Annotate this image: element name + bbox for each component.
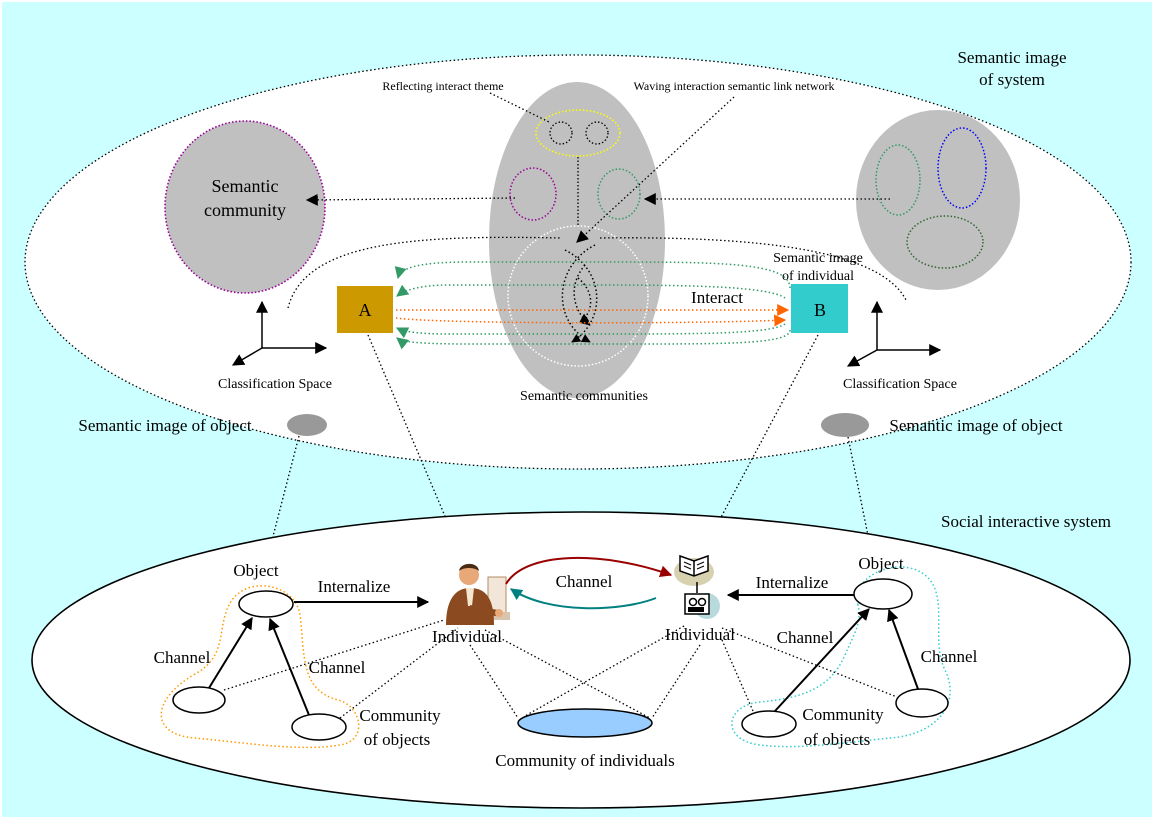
- right-community-dark-green: [906, 215, 984, 269]
- object-image-left-label: Semantic image of object: [78, 416, 252, 435]
- community-of-objects-left-boundary: [160, 585, 360, 749]
- individual-image-label-line2: of individual: [782, 269, 854, 284]
- channel-left-outer-arrow: [208, 616, 253, 689]
- node-b-label: B: [814, 300, 826, 320]
- community-ellipse-purple: [509, 167, 557, 221]
- semantic-community-border: [164, 120, 326, 294]
- community-ellipse-green: [597, 168, 641, 220]
- object-right-label: Object: [858, 554, 904, 573]
- open-book-icon: [674, 554, 714, 586]
- semantic-community-label-line1: Semantic: [212, 176, 279, 196]
- relation-right-individual-to-object: [721, 639, 754, 712]
- map-to-semantic-community: [305, 193, 516, 206]
- axis-left-depth: [231, 347, 263, 366]
- wave-link-1: [561, 244, 596, 343]
- semantic-community-label-line2: community: [204, 200, 286, 220]
- feedback-arrow-bottom-outer: [396, 329, 791, 350]
- internalize-left-label: Internalize: [318, 577, 391, 596]
- community-of-individuals-label: Community of individuals: [495, 751, 674, 770]
- community-objects-right-line2: of objects: [804, 730, 871, 749]
- waving-network-label: Waving interaction semantic link network: [634, 79, 835, 93]
- object-left-node: [238, 590, 294, 618]
- interact-arrow-lower: [395, 314, 787, 327]
- interaction-arc-right: [599, 237, 907, 301]
- interact-label: Interact: [691, 288, 743, 307]
- interaction-circle: [507, 225, 649, 367]
- theme-pointer-line: [489, 92, 550, 123]
- channel-right-inner-arrow: [774, 608, 870, 712]
- semantic-system-title-line1: Semantic image: [957, 48, 1066, 67]
- wave-link-2: [564, 249, 598, 343]
- theme-node-circle: [585, 121, 609, 145]
- channel-arrow-to-left: [510, 588, 657, 610]
- object-image-right-label: Semantic image of object: [889, 416, 1063, 435]
- relation-left-object-to-individual: [223, 619, 445, 691]
- community-objects-left-line1: Community: [359, 706, 441, 725]
- relation-right-individual-cross: [524, 625, 685, 717]
- person-at-computer-icon: [446, 563, 510, 625]
- relation-right-individual-to-community: [651, 644, 701, 719]
- individual-projection-b: [701, 334, 819, 554]
- interact-theme-ellipse: [535, 109, 621, 157]
- object-right-node: [853, 578, 913, 610]
- individual-left-label: Individual: [432, 627, 502, 646]
- wave-link-4: [577, 277, 592, 323]
- internalize-right-label: Internalize: [756, 573, 829, 592]
- object-left-member-1: [172, 686, 226, 714]
- social-system-title: Social interactive system: [941, 512, 1111, 531]
- semantic-communities-region: [489, 82, 665, 398]
- channel-left-outer-label: Channel: [154, 648, 211, 667]
- semantic-communities-label: Semantic communities: [520, 389, 648, 404]
- semantic-system-title-line2: of system: [979, 70, 1045, 89]
- semantic-community-circle: [165, 121, 325, 293]
- right-community-blue: [937, 127, 987, 209]
- object-image-left: [287, 414, 327, 436]
- relation-left-individual-to-community: [469, 644, 519, 719]
- relation-community-to-individual-left: [339, 627, 459, 719]
- channel-right-outer-label: Channel: [921, 647, 978, 666]
- semantic-image-right-circle: [856, 110, 1020, 290]
- theme-node-circle: [549, 121, 573, 145]
- classification-space-right-label: Classification Space: [843, 377, 957, 392]
- semantic-image-b: [791, 284, 848, 333]
- object-image-right: [821, 413, 869, 437]
- channel-right-outer-arrow: [887, 608, 919, 690]
- object-right-member-2: [895, 688, 949, 718]
- relation-left-individual-cross: [484, 629, 651, 719]
- individual-image-label-line1: Semantic image: [773, 251, 863, 266]
- object-left-member-2: [291, 713, 347, 741]
- community-of-individuals: [517, 708, 653, 738]
- community-objects-left-line2: of objects: [364, 730, 431, 749]
- channel-right-inner-label: Channel: [777, 628, 834, 647]
- channel-center-label: Channel: [556, 572, 613, 591]
- individual-right-label: Individual: [665, 625, 735, 644]
- semantic-image-a: [337, 286, 393, 333]
- object-right-member-1: [741, 710, 797, 738]
- channel-left-inner-arrow: [268, 617, 310, 716]
- reflecting-theme-label: Reflecting interact theme: [382, 79, 503, 93]
- axis-right-depth: [846, 349, 878, 367]
- channel-arrow-to-right: [505, 556, 673, 585]
- right-community-green: [875, 144, 921, 216]
- classification-space-left-label: Classification Space: [218, 377, 332, 392]
- node-a-label: A: [359, 300, 372, 320]
- interaction-arc-left: [287, 236, 561, 309]
- channel-left-inner-label: Channel: [309, 658, 366, 677]
- community-of-objects-right-boundary: [731, 566, 951, 748]
- film-projector-icon: [684, 582, 720, 619]
- object-left-label: Object: [233, 561, 279, 580]
- feedback-arrow-top-outer: [394, 261, 791, 289]
- community-objects-right-line1: Community: [802, 705, 884, 724]
- relation-right-individual-to-object-2: [721, 627, 898, 698]
